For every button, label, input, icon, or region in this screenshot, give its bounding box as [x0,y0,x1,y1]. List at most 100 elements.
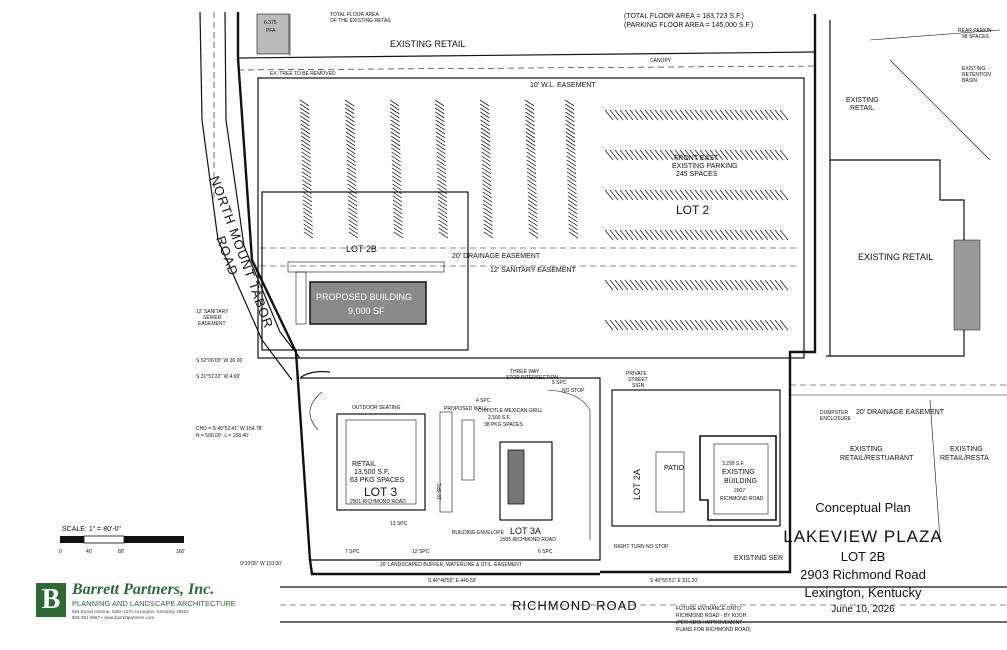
parking-stall-line [527,207,538,215]
west-parking-rows [299,99,579,239]
parking-stall-line [629,319,639,331]
parking-stall-line [345,107,355,115]
chord-1: CHD = S 40°51'41" W 154.78' [196,426,262,432]
parking-stall-line [699,229,709,241]
parking-stall-line [739,229,749,241]
project-address: 2903 Richmond Road [800,567,926,582]
sanitary-easement: 12' SANITARY EASEMENT [490,267,576,274]
parking-stall-line [393,223,403,231]
parking-stall-line [436,151,446,159]
parking-stall-line [301,143,311,151]
parking-stall-line [654,279,664,291]
parking-stall-line [528,227,539,235]
parking-stall-line [689,319,699,331]
parking-stall-line [624,109,634,121]
parking-stall-line [347,187,357,195]
parking-stall-line [345,119,355,127]
parking-stall-line [779,279,789,291]
parking-stall-line [435,119,445,127]
parking-stall-line [729,149,739,161]
parking-stall-line [604,149,614,161]
lot-name: LOT 2B [840,549,886,564]
parking-stall-line [749,319,759,331]
lot3a-address: 2905 RICHMOND ROAD [500,537,556,543]
parking-stall-line [614,319,624,331]
north-mount-tabor-label: NORTH MOUNT TABOR [207,174,276,331]
rear-parking-2: 98 SPACES [962,34,990,40]
parking-stall-line [437,199,448,207]
parking-stall-line [435,107,445,115]
parking-stall-line [714,149,724,161]
parking-stall-line [434,99,445,107]
bearing-2: S 31°51'22" W 4.00' [196,374,240,380]
parking-stall-line [436,143,446,151]
parking-stall-line [759,189,769,201]
parking-stall-line [437,195,448,203]
parking-stall-line [303,227,314,235]
parking-stall-line [299,99,310,107]
parking-stall-line [649,229,659,241]
proposed-title: PROPOSED BUILDING [316,292,412,302]
lot3-label: LOT 3 [364,485,397,499]
lot-3a [499,389,591,540]
parking-lot-outline [257,77,805,359]
parking-stall-line [526,163,537,171]
parking-stall-line [300,107,310,115]
parking-stall-line [345,115,355,123]
parking-stall-line [482,203,493,211]
parking-stall-line [714,109,724,121]
parking-stall-line [609,279,619,291]
parking-stall-line [347,207,358,215]
parking-stall-line [719,109,729,121]
parking-stall-line [634,149,644,161]
scale-tick-40: 40' [86,549,93,555]
parking-stall-line [709,149,719,161]
parking-stall-line [749,279,759,291]
parking-stall-line [390,115,400,123]
parking-stall-line [347,179,357,187]
parking-stall-line [764,189,774,201]
parking-stall-line [480,123,490,131]
parking-stall-line [769,279,779,291]
parking-stall-line [528,231,539,239]
parking-stall-line [436,159,446,167]
parking-stall-line [609,189,619,201]
parking-stall-line [438,227,449,235]
parking-stall-line [437,179,447,187]
parking-stall-line [301,159,311,167]
parking-stall-line [764,149,774,161]
lot3-area: 13,500 S.F. [354,469,389,476]
parking-stall-line [634,189,644,201]
parking-stall-line [624,189,634,201]
parking-stall-line [345,131,356,139]
parking-stall-line [659,279,669,291]
patio-label: PATIO [664,465,685,472]
parking-stall-line [639,189,649,201]
parking-stall-line [347,191,357,199]
parking-stall-line [481,155,491,163]
parking-stall-line [759,149,769,161]
firm-logo: B Barrett Partners, Inc. PLANNING AND LA… [36,581,246,628]
parking-stall-line [300,131,311,139]
parking-stall-line [624,319,634,331]
parking-stall-line [744,229,754,241]
parking-stall-line [659,319,669,331]
parking-stall-line [568,211,578,219]
parking-stall-line [566,163,577,171]
floor-area-note-2: OF THE EXISTING RETAIL [330,18,392,24]
parking-stall-line [669,279,679,291]
parking-stall-line [609,319,619,331]
parking-stall-line [480,115,490,123]
parking-stall-line [709,229,719,241]
parking-stall-line [301,155,311,163]
parking-stall-line [659,189,669,201]
parking-stall-line [609,229,619,241]
parking-stall-line [565,123,575,131]
ex-rest-1: EXISTING [850,446,883,453]
parking-stall-line [525,115,535,123]
parking-stall-line [689,149,699,161]
parking-stall-line [437,191,447,199]
proposed-building [309,281,427,325]
parking-stall-line [525,139,536,147]
